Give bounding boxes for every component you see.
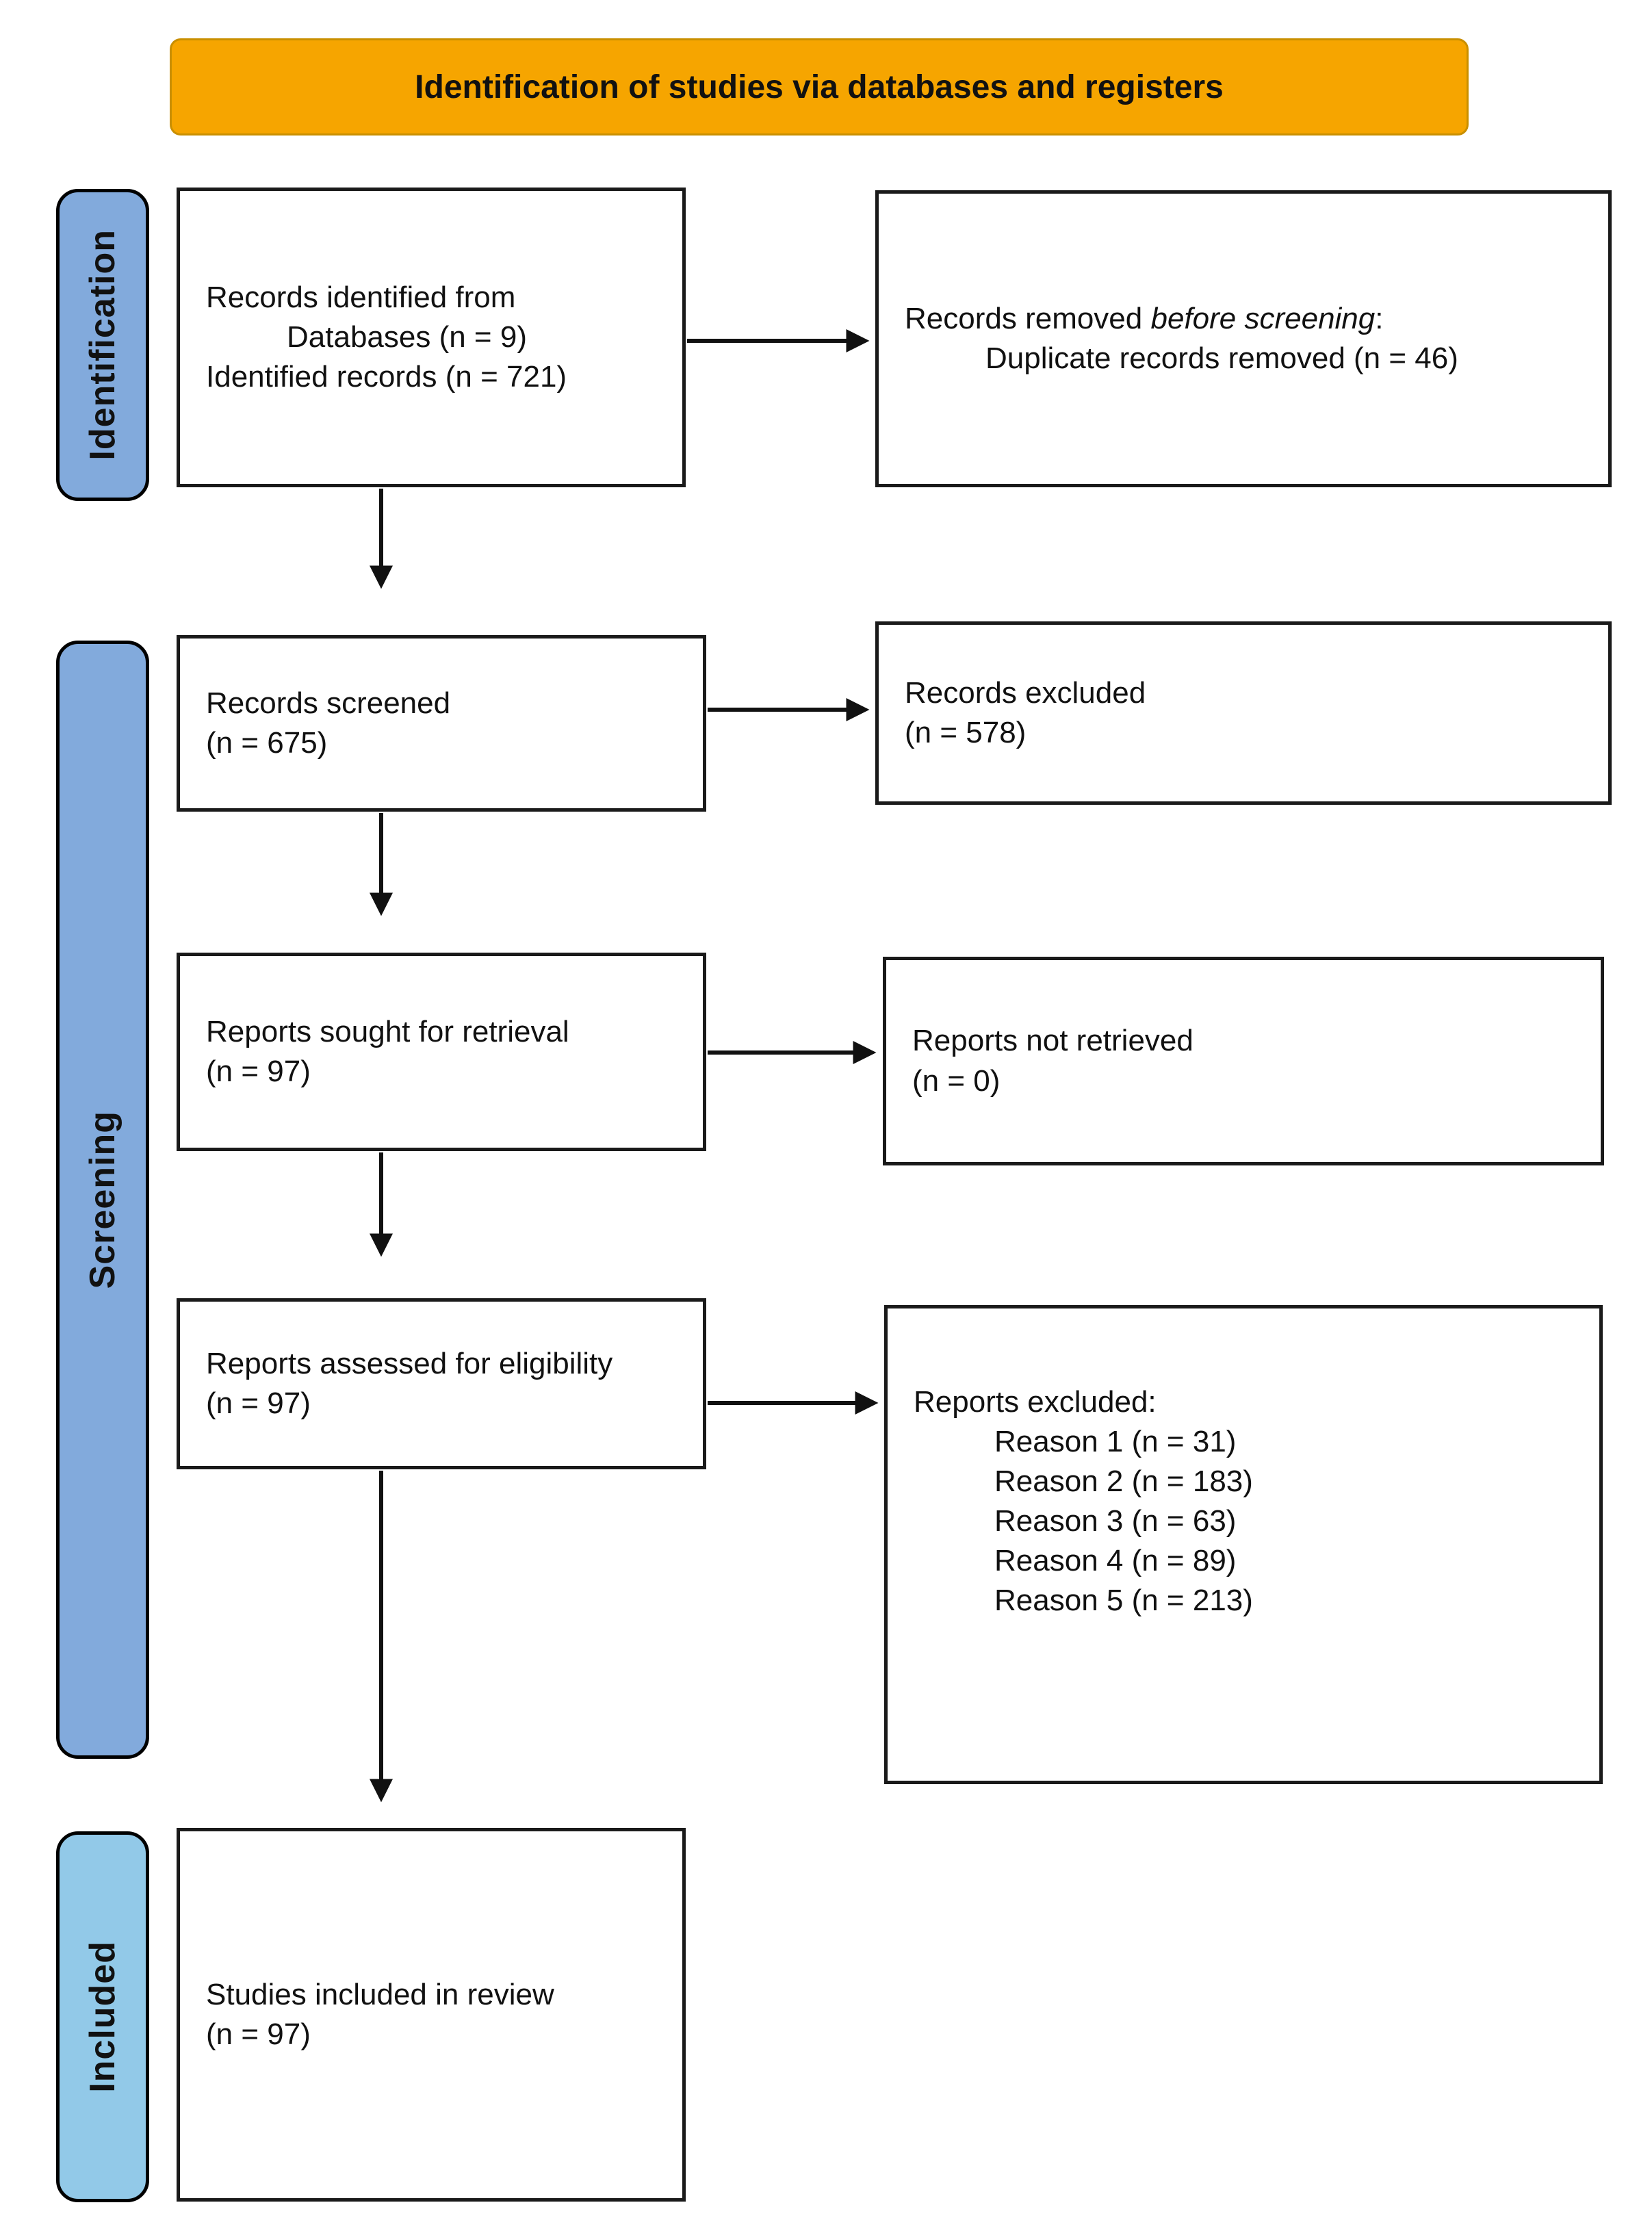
studies-included-line1: Studies included in review bbox=[206, 1977, 554, 2011]
records-removed-prefix: Records removed bbox=[905, 301, 1151, 335]
box-reports-not-retrieved: Reports not retrieved (n = 0) bbox=[883, 957, 1604, 1165]
box-records-excluded: Records excluded (n = 578) bbox=[875, 621, 1612, 805]
stage-label-included: Included bbox=[83, 1941, 122, 2093]
stage-bar-screening: Screening bbox=[56, 641, 149, 1759]
reports-assessed-line2: (n = 97) bbox=[206, 1387, 311, 1420]
box-studies-included: Studies included in review (n = 97) bbox=[177, 1828, 686, 2202]
reports-sought-line2: (n = 97) bbox=[206, 1055, 311, 1088]
banner: Identification of studies via databases … bbox=[170, 38, 1469, 136]
records-identified-line3: Identified records (n = 721) bbox=[206, 360, 567, 394]
box-reports-excluded: Reports excluded: Reason 1 (n = 31) Reas… bbox=[884, 1305, 1603, 1784]
reports-excluded-reason-2: Reason 2 (n = 183) bbox=[994, 1465, 1253, 1499]
box-records-removed: Records removed before screening: Duplic… bbox=[875, 190, 1612, 487]
stage-bar-identification: Identification bbox=[56, 189, 149, 501]
box-records-screened: Records screened (n = 675) bbox=[177, 635, 706, 812]
records-removed-italic: before screening bbox=[1150, 301, 1376, 335]
records-removed-line2: Duplicate records removed (n = 46) bbox=[985, 341, 1458, 375]
reports-sought-line1: Reports sought for retrieval bbox=[206, 1014, 569, 1048]
reports-excluded-reason-1: Reason 1 (n = 31) bbox=[994, 1425, 1237, 1459]
reports-excluded-reason-3: Reason 3 (n = 63) bbox=[994, 1504, 1237, 1538]
banner-title: Identification of studies via databases … bbox=[415, 68, 1224, 105]
records-identified-line2: Databases (n = 9) bbox=[287, 320, 527, 354]
stage-label-screening: Screening bbox=[83, 1110, 122, 1289]
records-screened-line1: Records screened bbox=[206, 686, 451, 720]
reports-excluded-title: Reports excluded: bbox=[914, 1385, 1157, 1419]
records-excluded-line1: Records excluded bbox=[905, 675, 1146, 710]
records-removed-suffix: : bbox=[1375, 301, 1384, 335]
records-screened-line2: (n = 675) bbox=[206, 726, 328, 760]
reports-excluded-reason-4: Reason 4 (n = 89) bbox=[994, 1544, 1237, 1578]
reports-assessed-line1: Reports assessed for eligibility bbox=[206, 1346, 613, 1380]
stage-bar-included: Included bbox=[56, 1831, 149, 2202]
reports-excluded-reason-5: Reason 5 (n = 213) bbox=[994, 1584, 1253, 1618]
reports-not-retrieved-line1: Reports not retrieved bbox=[912, 1024, 1193, 1058]
stage-label-identification: Identification bbox=[83, 229, 122, 461]
reports-not-retrieved-line2: (n = 0) bbox=[912, 1063, 1001, 1098]
studies-included-line2: (n = 97) bbox=[206, 2017, 311, 2051]
records-identified-line1: Records identified from bbox=[206, 280, 516, 314]
records-removed-line1: Records removed before screening: bbox=[905, 299, 1589, 339]
records-excluded-line2: (n = 578) bbox=[905, 716, 1027, 749]
box-reports-sought: Reports sought for retrieval (n = 97) bbox=[177, 953, 706, 1151]
box-records-identified: Records identified from Databases (n = 9… bbox=[177, 188, 686, 487]
box-reports-assessed: Reports assessed for eligibility (n = 97… bbox=[177, 1298, 706, 1469]
